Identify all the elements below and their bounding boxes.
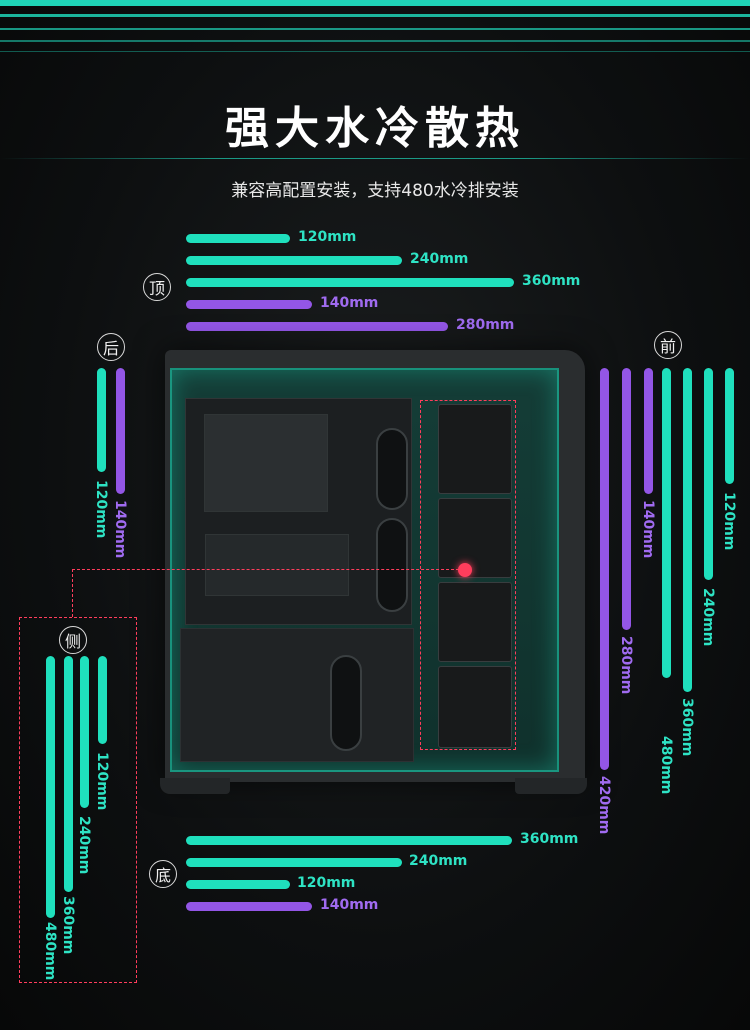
front-bar-140 (644, 368, 653, 494)
front-label-480: 480mm (658, 736, 674, 795)
front-label-240: 240mm (700, 588, 716, 647)
top-label-360: 360mm (522, 273, 581, 289)
page-title: 强大水冷散热 (225, 103, 525, 154)
top-label-140: 140mm (320, 295, 379, 311)
front-bar-240 (704, 368, 713, 580)
side-label-240: 240mm (76, 816, 92, 875)
mount-point-marker (458, 563, 472, 577)
position-front-badge: 前 (654, 331, 682, 359)
front-fan-slot-2 (438, 498, 512, 578)
title-divider (0, 158, 750, 159)
rear-bar-120 (97, 368, 106, 472)
front-bar-120 (725, 368, 734, 484)
bottom-bar-120 (186, 880, 290, 889)
case-foot-left (160, 778, 230, 794)
decor-stripe-5 (0, 51, 750, 52)
cpu-cutout (204, 414, 328, 512)
side-section-frame (19, 617, 137, 983)
top-label-120: 120mm (298, 229, 357, 245)
bottom-bar-240 (186, 858, 402, 867)
case-foot-right (515, 778, 587, 794)
cable-grommet-lower (330, 655, 362, 751)
side-label-480: 480mm (42, 922, 58, 981)
top-bar-280 (186, 322, 448, 331)
bottom-bar-140 (186, 902, 312, 911)
position-bottom-badge: 底 (149, 860, 177, 888)
position-rear-badge: 后 (97, 333, 125, 361)
front-label-280: 280mm (618, 636, 634, 695)
top-bar-240 (186, 256, 402, 265)
front-bar-420 (600, 368, 609, 770)
side-radiator-connector-vertical (72, 569, 73, 617)
front-fan-slot-4 (438, 666, 512, 748)
top-bar-120 (186, 234, 290, 243)
front-label-420: 420mm (596, 776, 612, 835)
io-panel (205, 534, 349, 596)
decor-stripe-3 (0, 28, 750, 30)
decor-stripe-1 (0, 0, 750, 6)
bottom-bar-360 (186, 836, 512, 845)
rear-bar-140 (116, 368, 125, 494)
front-label-140: 140mm (640, 500, 656, 559)
side-radiator-connector (72, 569, 464, 570)
front-fan-slot-3 (438, 582, 512, 662)
front-bar-480 (662, 368, 671, 678)
bottom-label-360: 360mm (520, 831, 579, 847)
decor-stripe-2 (0, 14, 750, 17)
cable-grommet-middle (376, 518, 408, 612)
side-bar-360 (64, 656, 73, 892)
page-subtitle: 兼容高配置安装，支持480水冷排安装 (231, 181, 519, 201)
cable-grommet-upper (376, 428, 408, 510)
rear-label-120: 120mm (93, 480, 109, 539)
side-bar-120 (98, 656, 107, 744)
top-label-240: 240mm (410, 251, 469, 267)
bottom-label-120: 120mm (297, 875, 356, 891)
front-fan-slot-1 (438, 404, 512, 494)
front-bar-280 (622, 368, 631, 630)
decor-stripe-4 (0, 40, 750, 42)
side-label-360: 360mm (60, 896, 76, 955)
top-bar-140 (186, 300, 312, 309)
front-bar-360 (683, 368, 692, 692)
front-label-120: 120mm (721, 492, 737, 551)
top-bar-360 (186, 278, 514, 287)
side-bar-240 (80, 656, 89, 808)
side-bar-480 (46, 656, 55, 918)
front-radiator-highlight (420, 400, 516, 750)
bottom-label-140: 140mm (320, 897, 379, 913)
top-label-280: 280mm (456, 317, 515, 333)
position-top-badge: 顶 (143, 273, 171, 301)
side-label-120: 120mm (94, 752, 110, 811)
bottom-label-240: 240mm (409, 853, 468, 869)
front-label-360: 360mm (679, 698, 695, 757)
position-side-badge: 侧 (59, 626, 87, 654)
rear-label-140: 140mm (112, 500, 128, 559)
psu-shroud (180, 628, 414, 762)
